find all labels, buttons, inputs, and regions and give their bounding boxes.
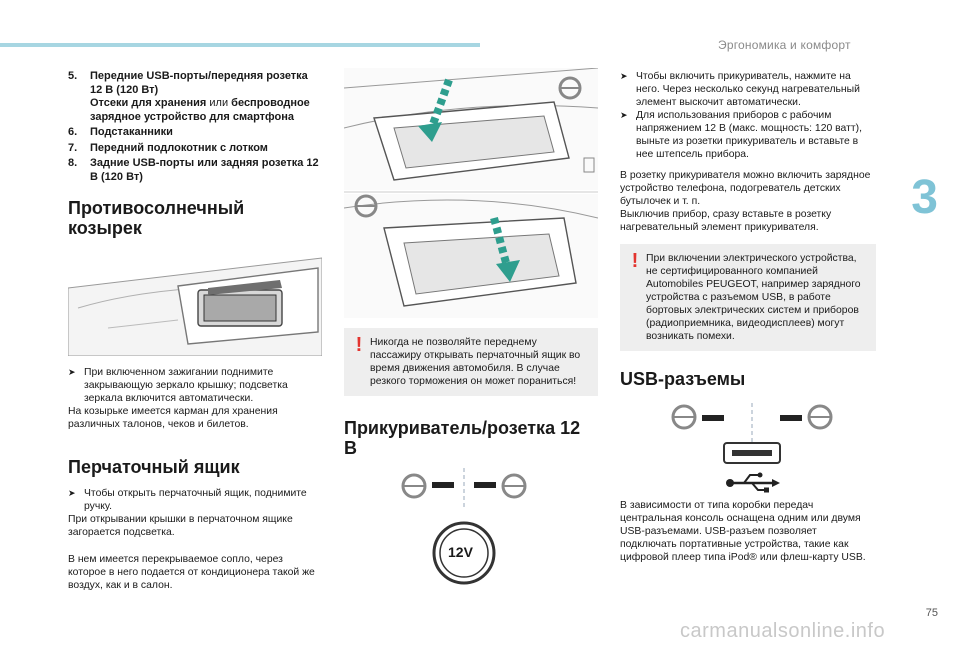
exclamation-icon: ! xyxy=(355,334,363,356)
socket-heading: Прикуриватель/розетка 12 В xyxy=(344,418,581,458)
glovebox-illustration xyxy=(343,67,599,318)
lighter-instruction-2: ➤ Для использования приборов с рабочим н… xyxy=(620,110,862,160)
steering-wheel-icon xyxy=(807,404,833,430)
arrow-bullet-icon: ➤ xyxy=(68,367,76,377)
sunvisor-text: На козырьке имеется карман для хранения … xyxy=(68,406,278,430)
sunvisor-heading: Противосолнечный козырек xyxy=(68,198,245,238)
usb-illustration xyxy=(662,403,842,493)
sunvisor-illustration xyxy=(67,248,323,357)
arrow-bullet-icon: ➤ xyxy=(620,110,628,120)
section-title: Эргономика и комфорт xyxy=(718,38,851,52)
list-item: 8. Задние USB-порты или задняя розетка 1… xyxy=(68,157,319,183)
glovebox-text-1: При открывании крышки в перчаточном ящик… xyxy=(68,514,293,538)
usb-warning: ! При включении электрического устройств… xyxy=(620,244,876,351)
chapter-tab: 3 xyxy=(900,170,960,226)
glovebox-heading: Перчаточный ящик xyxy=(68,457,240,477)
list-item: 6. Подстаканники xyxy=(68,126,173,138)
arrow-bullet-icon: ➤ xyxy=(620,71,628,81)
lighter-instruction-1: ➤ Чтобы включить прикуриватель, нажмите … xyxy=(620,71,860,108)
socket-12v-illustration: 12V xyxy=(384,468,544,588)
steering-wheel-icon xyxy=(401,473,427,499)
header-bar xyxy=(0,43,480,47)
socket-label: 12V xyxy=(448,544,473,560)
watermark: carmanualsonline.info xyxy=(680,620,886,642)
list-item: 5. Передние USB-порты/передняя розетка 1… xyxy=(68,70,310,123)
column-right: ➤ Чтобы включить прикуриватель, нажмите … xyxy=(620,70,876,572)
usb-heading: USB-разъемы xyxy=(620,369,746,389)
sunvisor-instruction: ➤ При включенном зажигании поднимите зак… xyxy=(68,367,288,404)
list-item: 7. Передний подлокотник с лотком xyxy=(68,141,268,154)
exclamation-icon: ! xyxy=(631,250,639,272)
numbered-list: 5. Передние USB-порты/передняя розетка 1… xyxy=(68,70,320,184)
column-middle: ! Никогда не позволяйте переднему пассаж… xyxy=(343,67,599,588)
glovebox-warning: ! Никогда не позволяйте переднему пассаж… xyxy=(344,328,598,396)
steering-wheel-icon xyxy=(671,404,697,430)
usb-text: В зависимости от типа коробки передач це… xyxy=(620,500,866,563)
page-number: 75 xyxy=(925,607,938,619)
lighter-text-2: Выключив прибор, сразу вставьте в розетк… xyxy=(620,209,832,233)
steering-wheel-icon xyxy=(501,473,527,499)
arrow-bullet-icon: ➤ xyxy=(68,488,76,498)
column-left: 5. Передние USB-порты/передняя розетка 1… xyxy=(67,70,323,600)
steering-wheel-icon xyxy=(558,76,582,100)
lighter-text-1: В розетку прикуривателя можно включить з… xyxy=(620,170,871,207)
chapter-number: 3 xyxy=(911,171,938,224)
glovebox-text-2: В нем имеется перекрываемое сопло, через… xyxy=(68,554,315,591)
usb-icon xyxy=(726,472,780,493)
steering-wheel-icon xyxy=(354,194,378,218)
glovebox-instruction: ➤ Чтобы открыть перчаточный ящик, подним… xyxy=(68,488,307,512)
